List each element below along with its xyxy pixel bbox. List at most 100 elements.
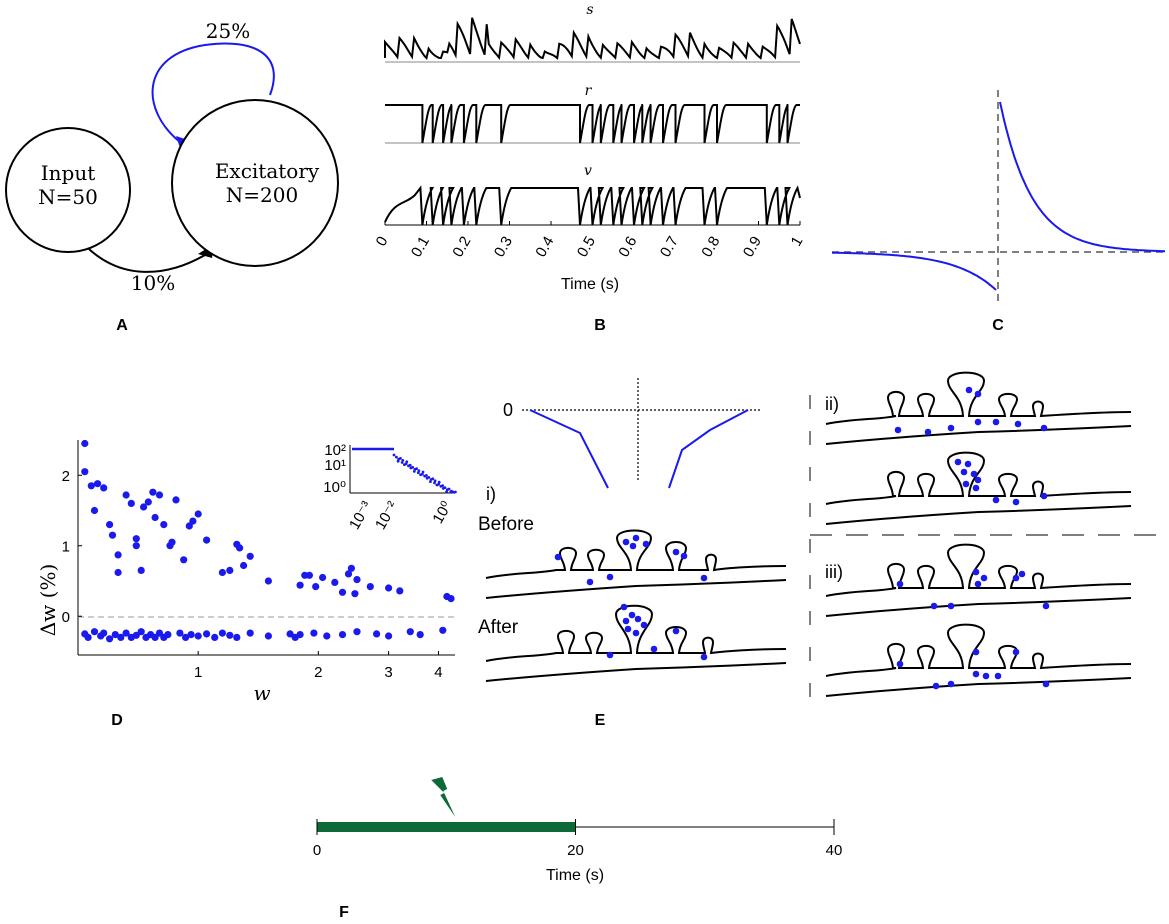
dendrite-segment — [825, 371, 1132, 445]
inset-xtick-2: 10⁰ — [429, 499, 455, 527]
d-scatter-point — [81, 468, 89, 476]
inset-point — [404, 462, 408, 466]
d-scatter-point — [81, 439, 89, 448]
inset-point — [447, 487, 451, 491]
trace-v-line — [384, 185, 801, 226]
d-x-label: w — [253, 681, 270, 705]
d-ytick-label: 0 — [62, 609, 70, 626]
vesicle-dot — [1012, 574, 1020, 582]
d-ytick-label: 1 — [62, 539, 70, 556]
d-scatter-point — [319, 573, 327, 582]
d-scatter-point — [416, 631, 424, 639]
inset-point — [421, 470, 425, 474]
vesicle-dot — [680, 552, 688, 560]
vesicle-dot — [954, 458, 962, 466]
inset-point — [427, 476, 431, 479]
d-scatter-point — [140, 503, 148, 511]
d-scatter-point — [182, 633, 190, 642]
dendrite-segment — [825, 623, 1132, 697]
vesicle-dot — [642, 540, 650, 548]
vesicle-dot — [622, 538, 630, 546]
d-xtick-label: 4 — [434, 664, 442, 681]
d-scatter-point — [203, 536, 211, 544]
d-scatter-point — [127, 499, 135, 507]
d-scatter-point — [189, 517, 197, 525]
d-scatter-point — [106, 635, 114, 643]
d-scatter-point — [385, 632, 393, 640]
vesicle-dot — [974, 580, 982, 588]
vesicle-dot — [1012, 648, 1020, 656]
trace-r-line — [385, 104, 800, 144]
d-scatter-point — [439, 626, 447, 634]
e-before-label: Before — [478, 514, 534, 535]
d-scatter-point — [90, 506, 99, 515]
d-scatter-point — [151, 633, 159, 642]
time-tick-label: 0.8 — [698, 234, 723, 261]
trace-s-line — [384, 17, 801, 61]
d-scatter-point — [373, 630, 381, 638]
vesicle-dot — [634, 615, 642, 623]
d-scatter-point — [164, 631, 172, 639]
d-scatter-point — [90, 628, 99, 636]
vesicle-dot — [974, 476, 982, 484]
d-xtick-label: 1 — [194, 664, 202, 681]
vesicle-dot — [924, 428, 932, 436]
feedforward-connection — [79, 239, 206, 273]
vesicle-dot — [606, 651, 614, 659]
inset-point — [443, 486, 447, 489]
vesicle-dot — [650, 645, 658, 653]
d-scatter-point — [236, 544, 244, 552]
dendrite-lower-membrane — [485, 579, 787, 599]
panel-e-spine-schematic: 0 i) Before After ii) iii) E — [478, 371, 1160, 729]
d-scatter-point — [172, 496, 180, 504]
d-scatter-point — [114, 568, 122, 577]
vesicle-dot — [947, 602, 955, 610]
d-scatter-point — [203, 630, 211, 638]
dendrite-segment — [825, 451, 1132, 525]
d-scatter-point — [122, 629, 130, 637]
vesicle-dot — [632, 629, 640, 637]
time-axis-label: Time (s) — [561, 276, 619, 293]
f-stimulus-bar — [317, 822, 576, 832]
vesicle-dot — [622, 617, 630, 625]
trace-s-label: s — [586, 2, 593, 18]
d-scatter-point — [187, 631, 195, 639]
d-scatter-point — [180, 556, 188, 564]
inset-point — [421, 472, 424, 476]
vesicle-dot — [1042, 602, 1050, 610]
vesicle-dot — [554, 553, 562, 561]
d-data-points — [81, 439, 455, 643]
d-scatter-point — [296, 581, 304, 589]
inset-point — [425, 474, 428, 477]
inset-point — [431, 477, 435, 481]
d-scatter-point — [168, 538, 176, 546]
vesicle-dot — [1018, 570, 1026, 578]
input-population-circle — [5, 127, 131, 253]
f-tick-label: 20 — [567, 842, 584, 859]
d-scatter-point — [351, 590, 359, 598]
d-scatter-point — [353, 628, 361, 636]
d-scatter-point — [117, 633, 125, 642]
d-scatter-point — [338, 588, 347, 596]
vesicle-dot — [640, 621, 648, 629]
vesicle-dot — [896, 660, 904, 668]
trace-v-label: v — [584, 163, 592, 179]
dendrite-upper-membrane — [825, 623, 1132, 677]
inset-ytick-0: 10² — [324, 442, 346, 459]
inset-point — [416, 471, 420, 475]
inset-point — [392, 453, 396, 457]
vesicle-dot — [629, 542, 637, 550]
ltp-curve — [999, 101, 1166, 253]
d-scatter-point — [94, 480, 102, 488]
vesicle-dot — [974, 418, 982, 426]
dendrite-upper-membrane — [485, 604, 787, 662]
d-scatter-point — [240, 561, 248, 570]
inset-point — [433, 479, 437, 483]
input-name: Input — [41, 161, 96, 185]
d-scatter-point — [396, 587, 404, 595]
vesicle-dot — [947, 680, 955, 688]
e-label-ii: ii) — [825, 394, 839, 414]
